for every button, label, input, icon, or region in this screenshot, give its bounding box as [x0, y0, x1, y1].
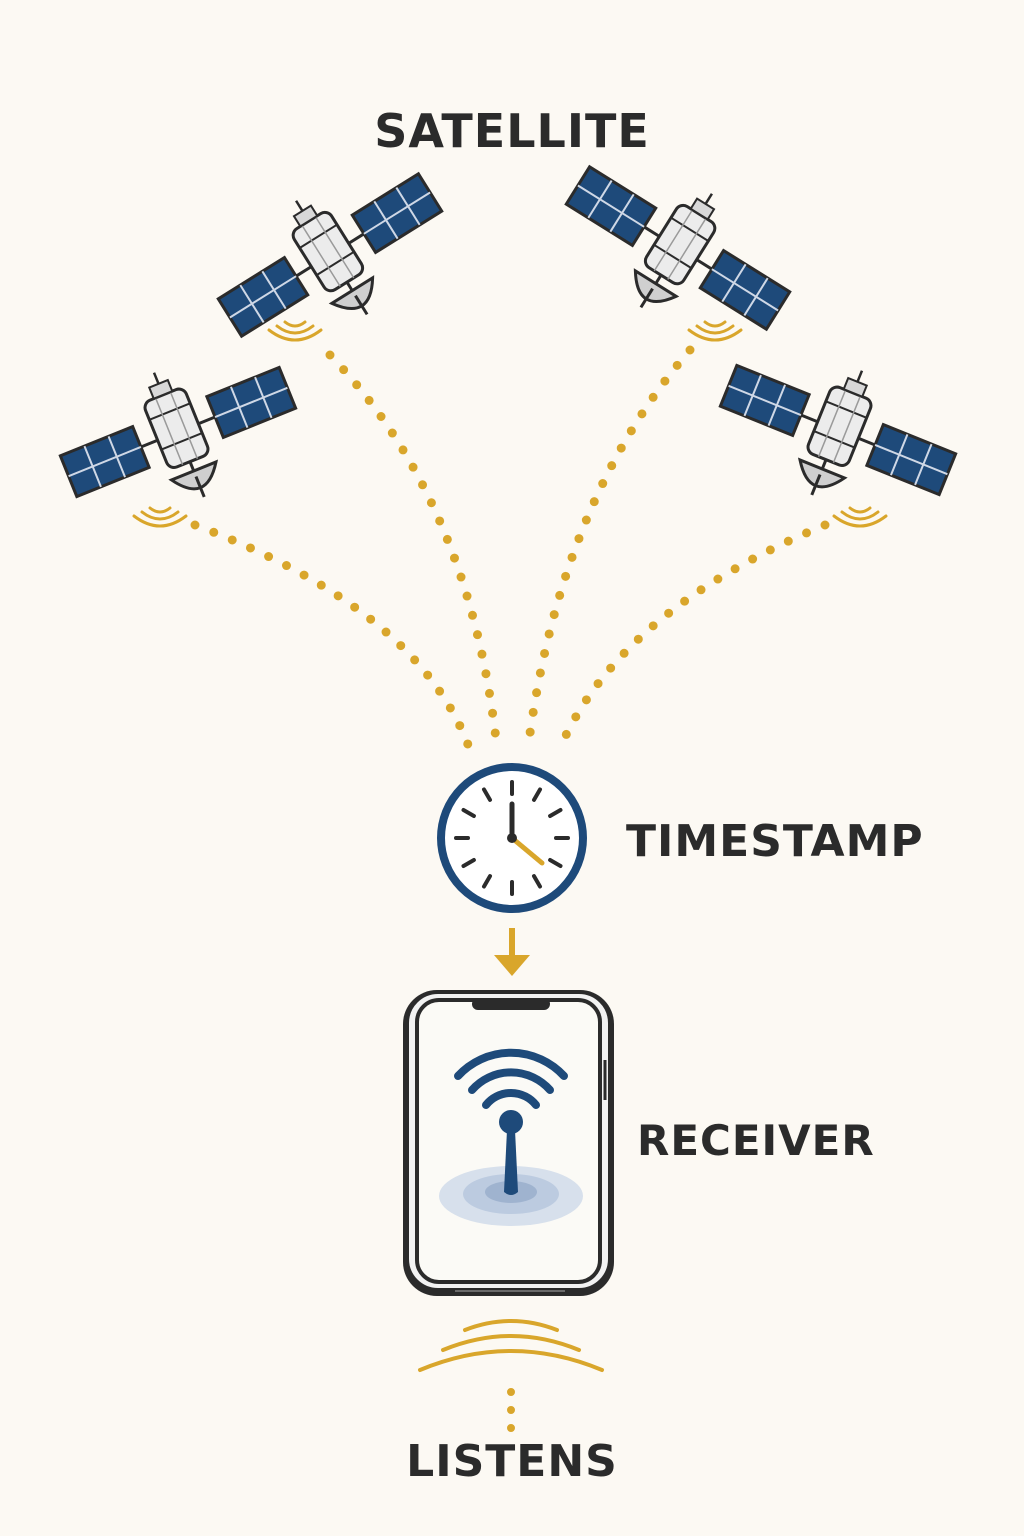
- receiver-label: RECEIVER: [637, 1116, 875, 1165]
- signal-arcs-icon: [687, 320, 743, 342]
- satellite-icon: [43, 326, 316, 543]
- timestamp-label: TIMESTAMP: [626, 816, 924, 867]
- signal-path-3: [523, 345, 695, 753]
- satellite-icon: [539, 129, 814, 372]
- signal-arcs-icon: [832, 506, 888, 528]
- down-arrow-icon: [494, 928, 530, 976]
- clock-icon: [437, 763, 587, 913]
- signal-arcs-icon: [132, 506, 188, 528]
- satellite-icon: [700, 324, 973, 541]
- satellite-icon: [194, 136, 469, 379]
- signal-path-4: [555, 520, 830, 753]
- satellite-label: SATELLITE: [374, 104, 650, 158]
- signal-path-2: [325, 350, 502, 753]
- signal-paths: [190, 345, 830, 755]
- listening-arcs-icon: [418, 1319, 604, 1372]
- signal-path-1: [190, 520, 475, 755]
- wifi-signal-icon: [439, 1048, 583, 1226]
- signal-arcs-icon: [267, 320, 323, 342]
- listens-label: LISTENS: [406, 1436, 618, 1487]
